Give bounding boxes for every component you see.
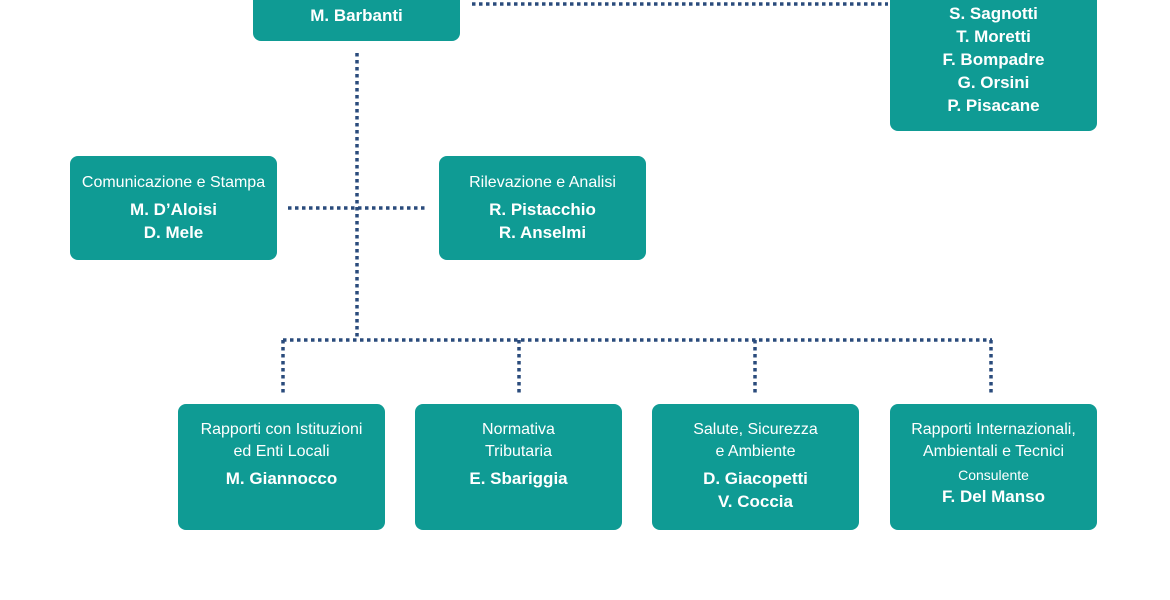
top-left-box: M. Barbanti [253, 0, 460, 41]
box-title-line: Salute, Sicurezza [693, 421, 818, 438]
member-name: F. Del Manso [942, 487, 1045, 506]
rilevazione-box: Rilevazione e Analisi R. Pistacchio R. A… [439, 156, 646, 260]
rapporti-internazionali-box: Rapporti Internazionali, Ambientali e Te… [890, 404, 1097, 530]
member-name: M. Giannocco [225, 469, 338, 488]
comunicazione-box: Comunicazione e Stampa M. D’Aloisi D. Me… [70, 156, 277, 260]
member-name: T. Moretti [956, 27, 1031, 46]
member-name: D. Mele [143, 223, 204, 242]
member-name: P. Pisacane [947, 96, 1040, 115]
member-name: R. Pistacchio [489, 200, 596, 219]
member-name: S. Sagnotti [949, 4, 1038, 23]
box-title-line: Normativa [482, 421, 555, 438]
normativa-box: Normativa Tributaria E. Sbariggia [415, 404, 622, 530]
member-name: M. Barbanti [310, 6, 403, 25]
member-name: R. Anselmi [498, 223, 587, 242]
top-right-box: S. Sagnotti T. Moretti F. Bompadre G. Or… [890, 0, 1097, 131]
member-name: F. Bompadre [942, 50, 1045, 69]
member-name: G. Orsini [957, 73, 1030, 92]
box-title-line: Ambientali e Tecnici [922, 443, 1065, 460]
box-title: Comunicazione e Stampa [81, 174, 266, 191]
rapporti-istituzioni-box: Rapporti con Istituzioni ed Enti Locali … [178, 404, 385, 530]
salute-box: Salute, Sicurezza e Ambiente D. Giacopet… [652, 404, 859, 530]
member-name: E. Sbariggia [469, 469, 568, 488]
box-title-line: Tributaria [485, 443, 552, 460]
box-title-line: e Ambiente [715, 443, 796, 460]
member-name: M. D’Aloisi [130, 200, 217, 219]
box-title-line: Rapporti con Istituzioni [200, 421, 363, 438]
member-name: V. Coccia [718, 492, 793, 511]
box-title: Rilevazione e Analisi [469, 174, 616, 191]
box-title-line: ed Enti Locali [233, 443, 330, 460]
box-title-line: Rapporti Internazionali, [911, 421, 1076, 438]
role-label: Consulente [958, 467, 1029, 483]
member-name: D. Giacopetti [703, 469, 808, 488]
